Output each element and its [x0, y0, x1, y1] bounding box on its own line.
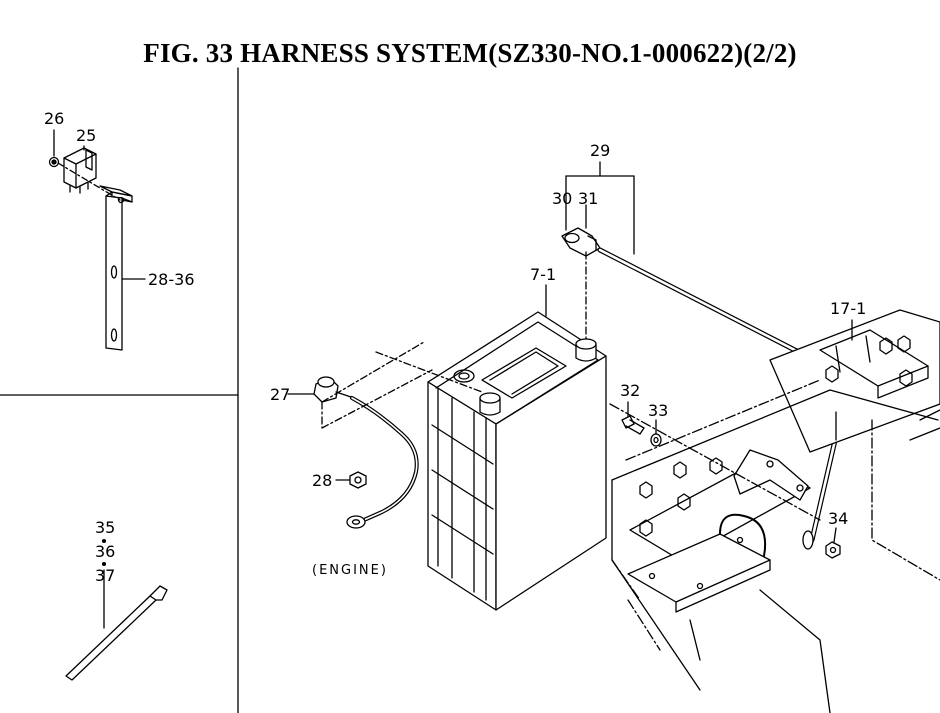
- washer-part-33: [650, 419, 662, 447]
- callout-25: 25: [76, 126, 96, 145]
- engine-label: (ENGINE): [312, 563, 388, 578]
- callout-30: 30: [552, 189, 572, 208]
- nut-part-28: [335, 471, 367, 489]
- relay-bracket-assembly: [48, 129, 146, 351]
- bolt-part-32: [621, 401, 645, 435]
- panel-dividers: [0, 67, 239, 713]
- callout-37: 37: [95, 566, 115, 585]
- nut-part-26: [48, 156, 60, 168]
- relay-part-25: [63, 147, 97, 194]
- figure-title: FIG. 33 HARNESS SYSTEM(SZ330-NO.1-000622…: [143, 38, 797, 68]
- callout-27: 27: [270, 385, 290, 404]
- nut-part-34: [825, 527, 841, 559]
- callout-separator-dot: [101, 538, 107, 544]
- callout-33: 33: [648, 401, 668, 420]
- callout-28-36: 28-36: [148, 270, 195, 289]
- callout-29: 29: [590, 141, 610, 160]
- callout-34: 34: [828, 509, 848, 528]
- frame-part-17-1: [609, 309, 940, 713]
- callout-separator-dot: [101, 561, 107, 567]
- callout-36: 36: [95, 542, 115, 561]
- callout-35: 35: [95, 518, 115, 537]
- callout-7-1: 7-1: [530, 265, 556, 284]
- callout-labels: 26 25 28-36 35 36 37 29 30 31 7-1 17-1 2…: [44, 109, 866, 585]
- callout-28: 28: [312, 471, 332, 490]
- callout-31: 31: [578, 189, 598, 208]
- callout-17-1: 17-1: [830, 299, 866, 318]
- cable-tie-part-37: [65, 538, 168, 681]
- battery-part-7-1: [427, 284, 607, 611]
- callout-32: 32: [620, 381, 640, 400]
- callout-26: 26: [44, 109, 64, 128]
- ground-cable-part-27: [287, 341, 483, 529]
- bracket-part-28-36: [99, 185, 133, 351]
